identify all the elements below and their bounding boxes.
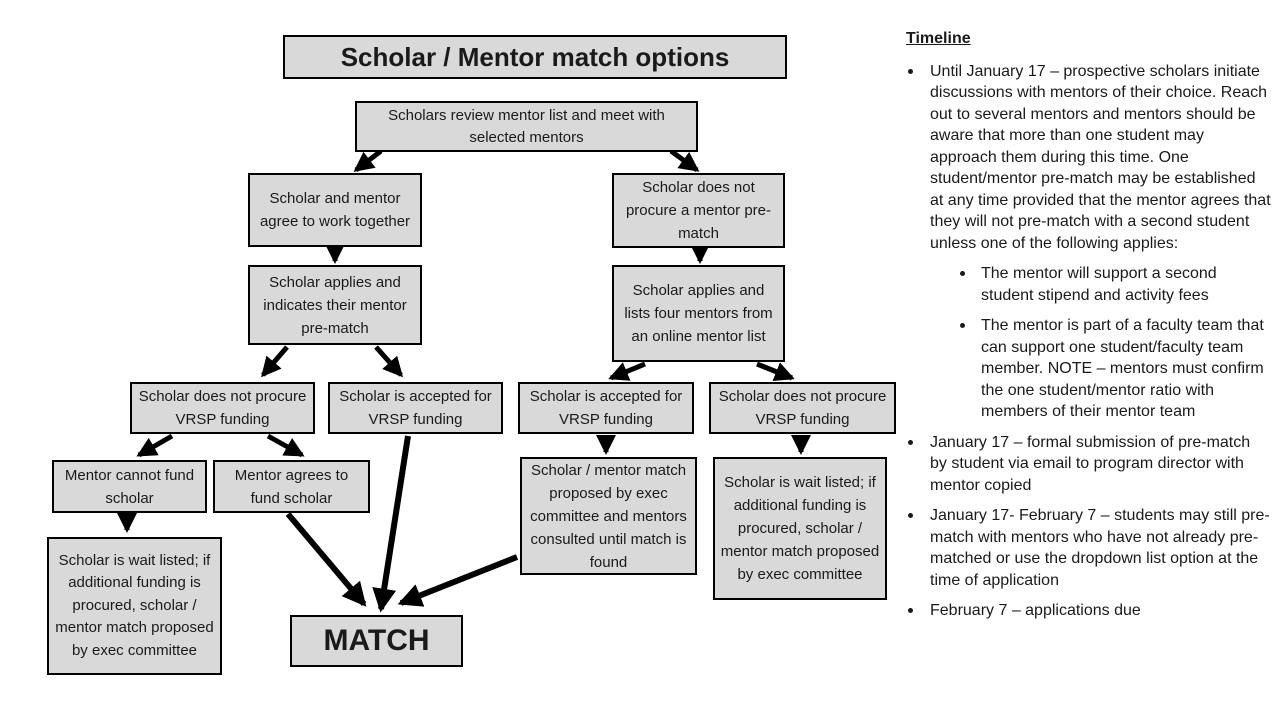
arrow-proposal-to-match — [397, 554, 519, 607]
timeline-heading: Timeline — [906, 30, 971, 47]
node-mentor-agrees-fund: Mentor agrees to fund scholar — [213, 460, 370, 513]
node-accepted-vrsp-right: Scholar is accepted for VRSP funding — [518, 382, 694, 434]
arrow-agrees-to-match — [285, 512, 367, 607]
node-accepted-vrsp-left: Scholar is accepted for VRSP funding — [328, 382, 503, 434]
arrow-nofund-left-to-agrees — [266, 433, 305, 458]
node-agree-to-work: Scholar and mentor agree to work togethe… — [248, 173, 422, 247]
node-mentor-cannot-fund: Mentor cannot fund scholar — [52, 460, 207, 513]
timeline-subitem: The mentor is part of a faculty team tha… — [905, 315, 1271, 423]
node-no-mentor-prematch: Scholar does not procure a mentor pre-ma… — [612, 173, 785, 248]
diagram-title: Scholar / Mentor match options — [283, 35, 787, 79]
arrow-lists-to-nofund-right — [756, 361, 795, 381]
bullet-icon — [908, 439, 913, 445]
arrow-applies-to-nofund-left — [261, 345, 289, 378]
timeline-subitem: The mentor will support a second student… — [905, 263, 1271, 306]
bullet-icon — [908, 608, 913, 613]
node-exec-committee-proposal: Scholar / mentor match proposed by exec … — [520, 457, 697, 575]
arrow-nofund-left-to-cannot — [136, 433, 174, 458]
bullet-icon — [960, 271, 965, 276]
arrow-review-to-noprematch — [669, 148, 700, 173]
timeline-item-text: January 17 – formal submission of pre-ma… — [930, 433, 1251, 494]
node-no-vrsp-funding-right: Scholar does not procure VRSP funding — [709, 382, 896, 434]
timeline-item-text: Until January 17 – prospective scholars … — [930, 62, 1271, 252]
bullet-icon — [908, 513, 913, 518]
timeline-item: Until January 17 – prospective scholars … — [905, 61, 1271, 255]
node-scholars-review: Scholars review mentor list and meet wit… — [355, 101, 698, 152]
timeline-item-text: The mentor will support a second student… — [981, 265, 1217, 304]
bullet-icon — [960, 323, 965, 328]
node-applies-indicates-prematch: Scholar applies and indicates their ment… — [248, 265, 422, 345]
bullet-icon — [908, 68, 913, 74]
arrow-lists-to-accept-right — [608, 361, 646, 381]
timeline-item: January 17- February 7 – students may st… — [905, 505, 1271, 591]
node-applies-lists-mentors: Scholar applies and lists four mentors f… — [612, 265, 785, 362]
node-waitlisted-right: Scholar is wait listed; if additional fu… — [713, 457, 887, 600]
timeline-panel: Timeline Until January 17 – prospective … — [905, 28, 1271, 631]
timeline-item-text: January 17- February 7 – students may st… — [930, 507, 1270, 589]
arrow-applies-to-accept-left — [374, 345, 403, 378]
arrow-accept-left-to-match — [372, 435, 411, 613]
node-match: MATCH — [290, 615, 463, 667]
timeline-item: February 7 – applications due — [905, 600, 1271, 622]
node-waitlisted-left: Scholar is wait listed; if additional fu… — [47, 537, 222, 675]
timeline-item-text: The mentor is part of a faculty team tha… — [981, 317, 1264, 420]
node-no-vrsp-funding-left: Scholar does not procure VRSP funding — [130, 382, 315, 434]
timeline-item: January 17 – formal submission of pre-ma… — [905, 432, 1271, 497]
arrow-review-to-agree — [353, 149, 383, 172]
timeline-item-text: February 7 – applications due — [930, 602, 1141, 619]
